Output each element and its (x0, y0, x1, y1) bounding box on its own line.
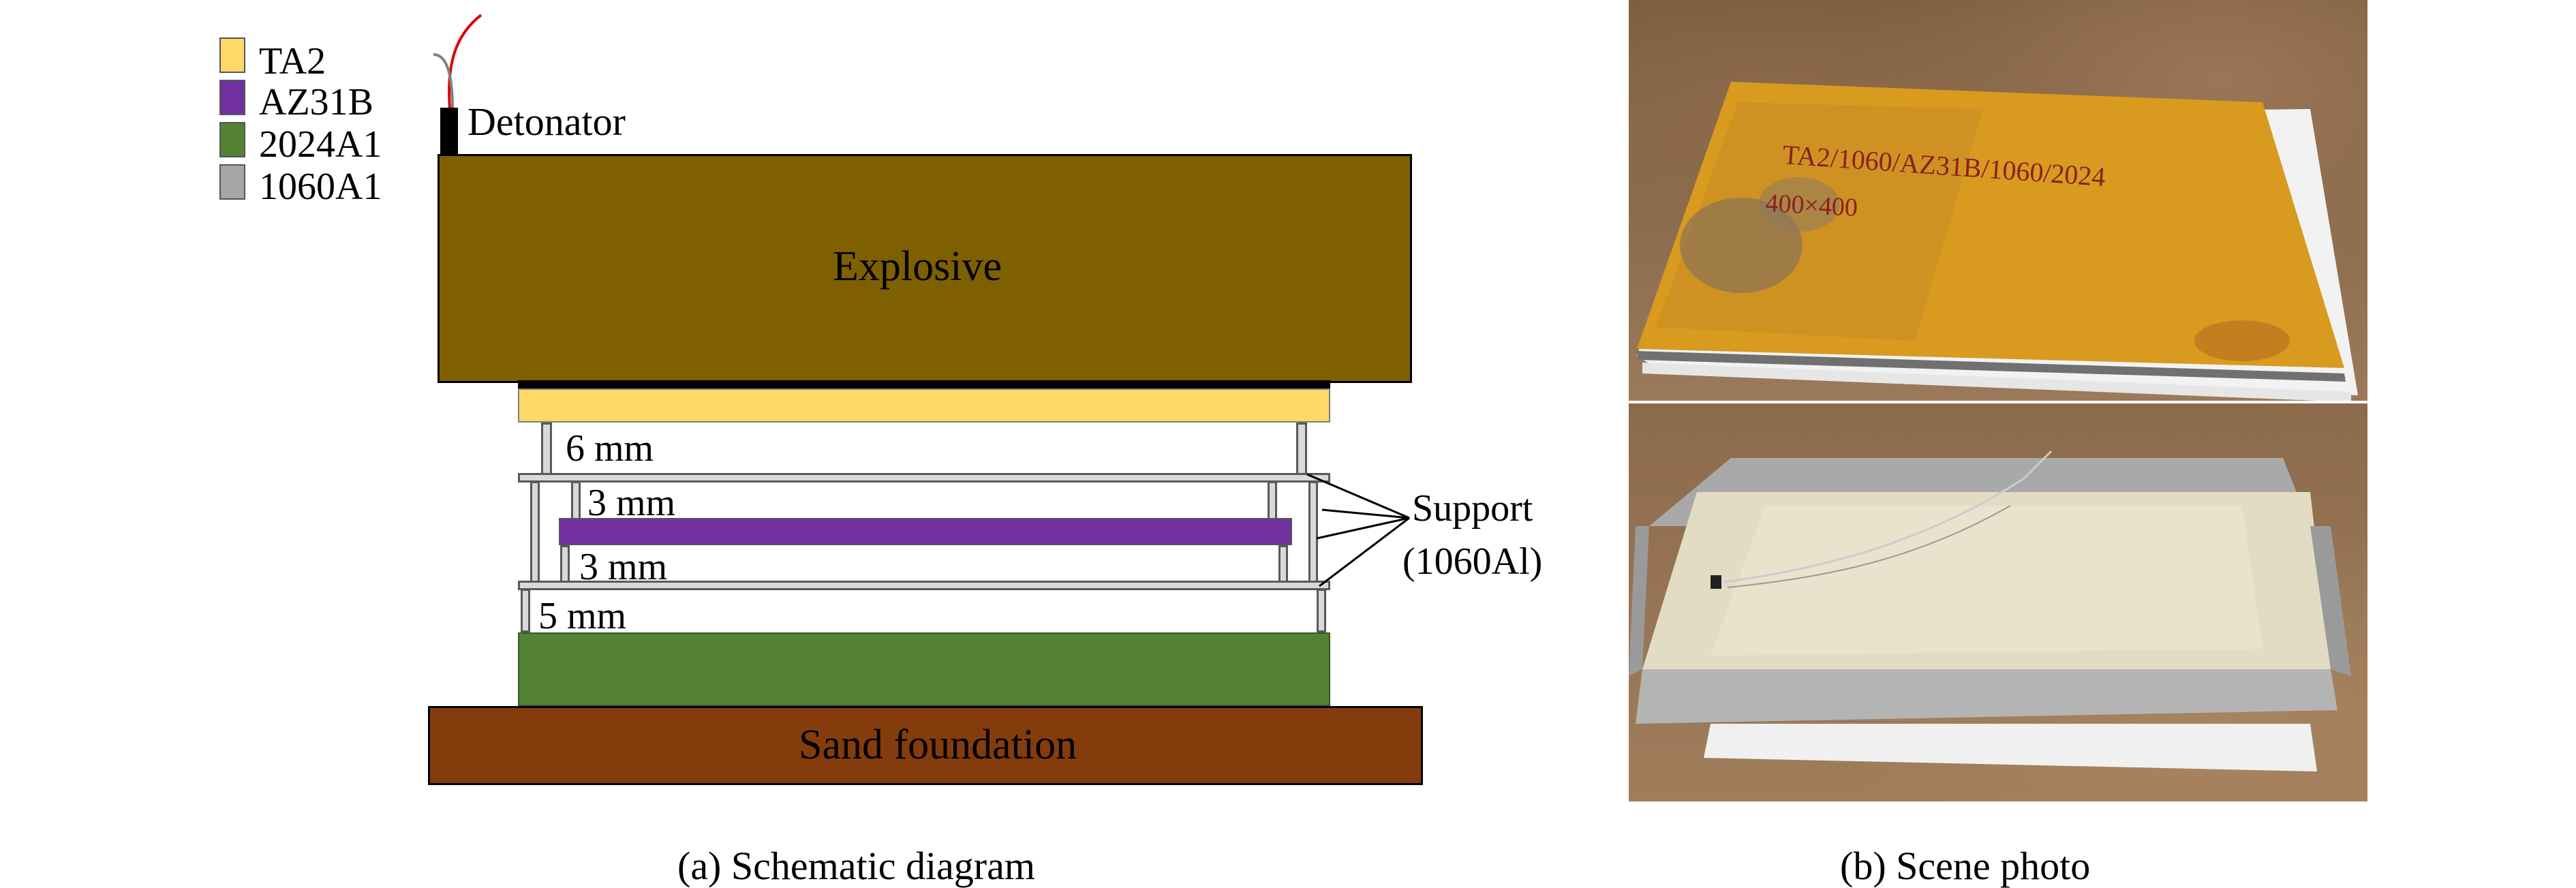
support-post (541, 423, 552, 476)
legend-swatch-1060a1 (219, 164, 245, 200)
gap-label-mid-upper: 3 mm (587, 482, 676, 524)
plate-stack-image: TA2/1060/AZ31B/1060/2024 400×400 (1637, 82, 2358, 401)
detonator-label: Detonator (467, 99, 626, 144)
gap-label-top: 6 mm (566, 427, 654, 470)
support-post (521, 589, 530, 632)
sand-foundation (428, 706, 1423, 785)
legend-label-ta2: TA2 (259, 40, 326, 82)
support-label-line2: (1060Al) (1402, 540, 1543, 583)
legend-label-2024a1: 2024A1 (259, 123, 382, 166)
support-box-image (1629, 450, 2351, 771)
al2024-plate (518, 632, 1330, 706)
support-post (530, 481, 540, 585)
sand-foundation-label: Sand foundation (799, 722, 1077, 768)
legend-label-az31b: AZ31B (259, 81, 373, 123)
explosive-layer (438, 154, 1412, 383)
support-rail-upper (518, 473, 1330, 483)
support-label-line1: Support (1412, 487, 1533, 530)
az31b-plate (559, 518, 1292, 545)
support-post (1317, 589, 1326, 632)
support-post (560, 545, 570, 585)
legend-swatch-2024a1 (219, 122, 245, 157)
detonator-red-wire (448, 14, 482, 110)
gap-label-bottom: 5 mm (538, 595, 627, 637)
caption-schematic: (a) Schematic diagram (677, 844, 1035, 888)
support-rail-lower (518, 581, 1330, 590)
explosive-label: Explosive (833, 243, 1002, 290)
legend-label-1060a1: 1060A1 (259, 166, 382, 208)
support-leader-lines (1306, 473, 1410, 587)
buffer-layer (518, 380, 1330, 388)
ta2-plate (518, 388, 1330, 423)
detonator-wires (433, 14, 482, 110)
gap-label-mid-lower: 3 mm (579, 546, 668, 588)
caption-photo: (b) Scene photo (1840, 844, 2091, 888)
detonator-gray-wire (433, 53, 454, 110)
legend-swatch-ta2 (219, 37, 245, 73)
plate-marking-size: 400×400 (1765, 189, 1858, 222)
legend-swatch-az31b (219, 80, 245, 115)
